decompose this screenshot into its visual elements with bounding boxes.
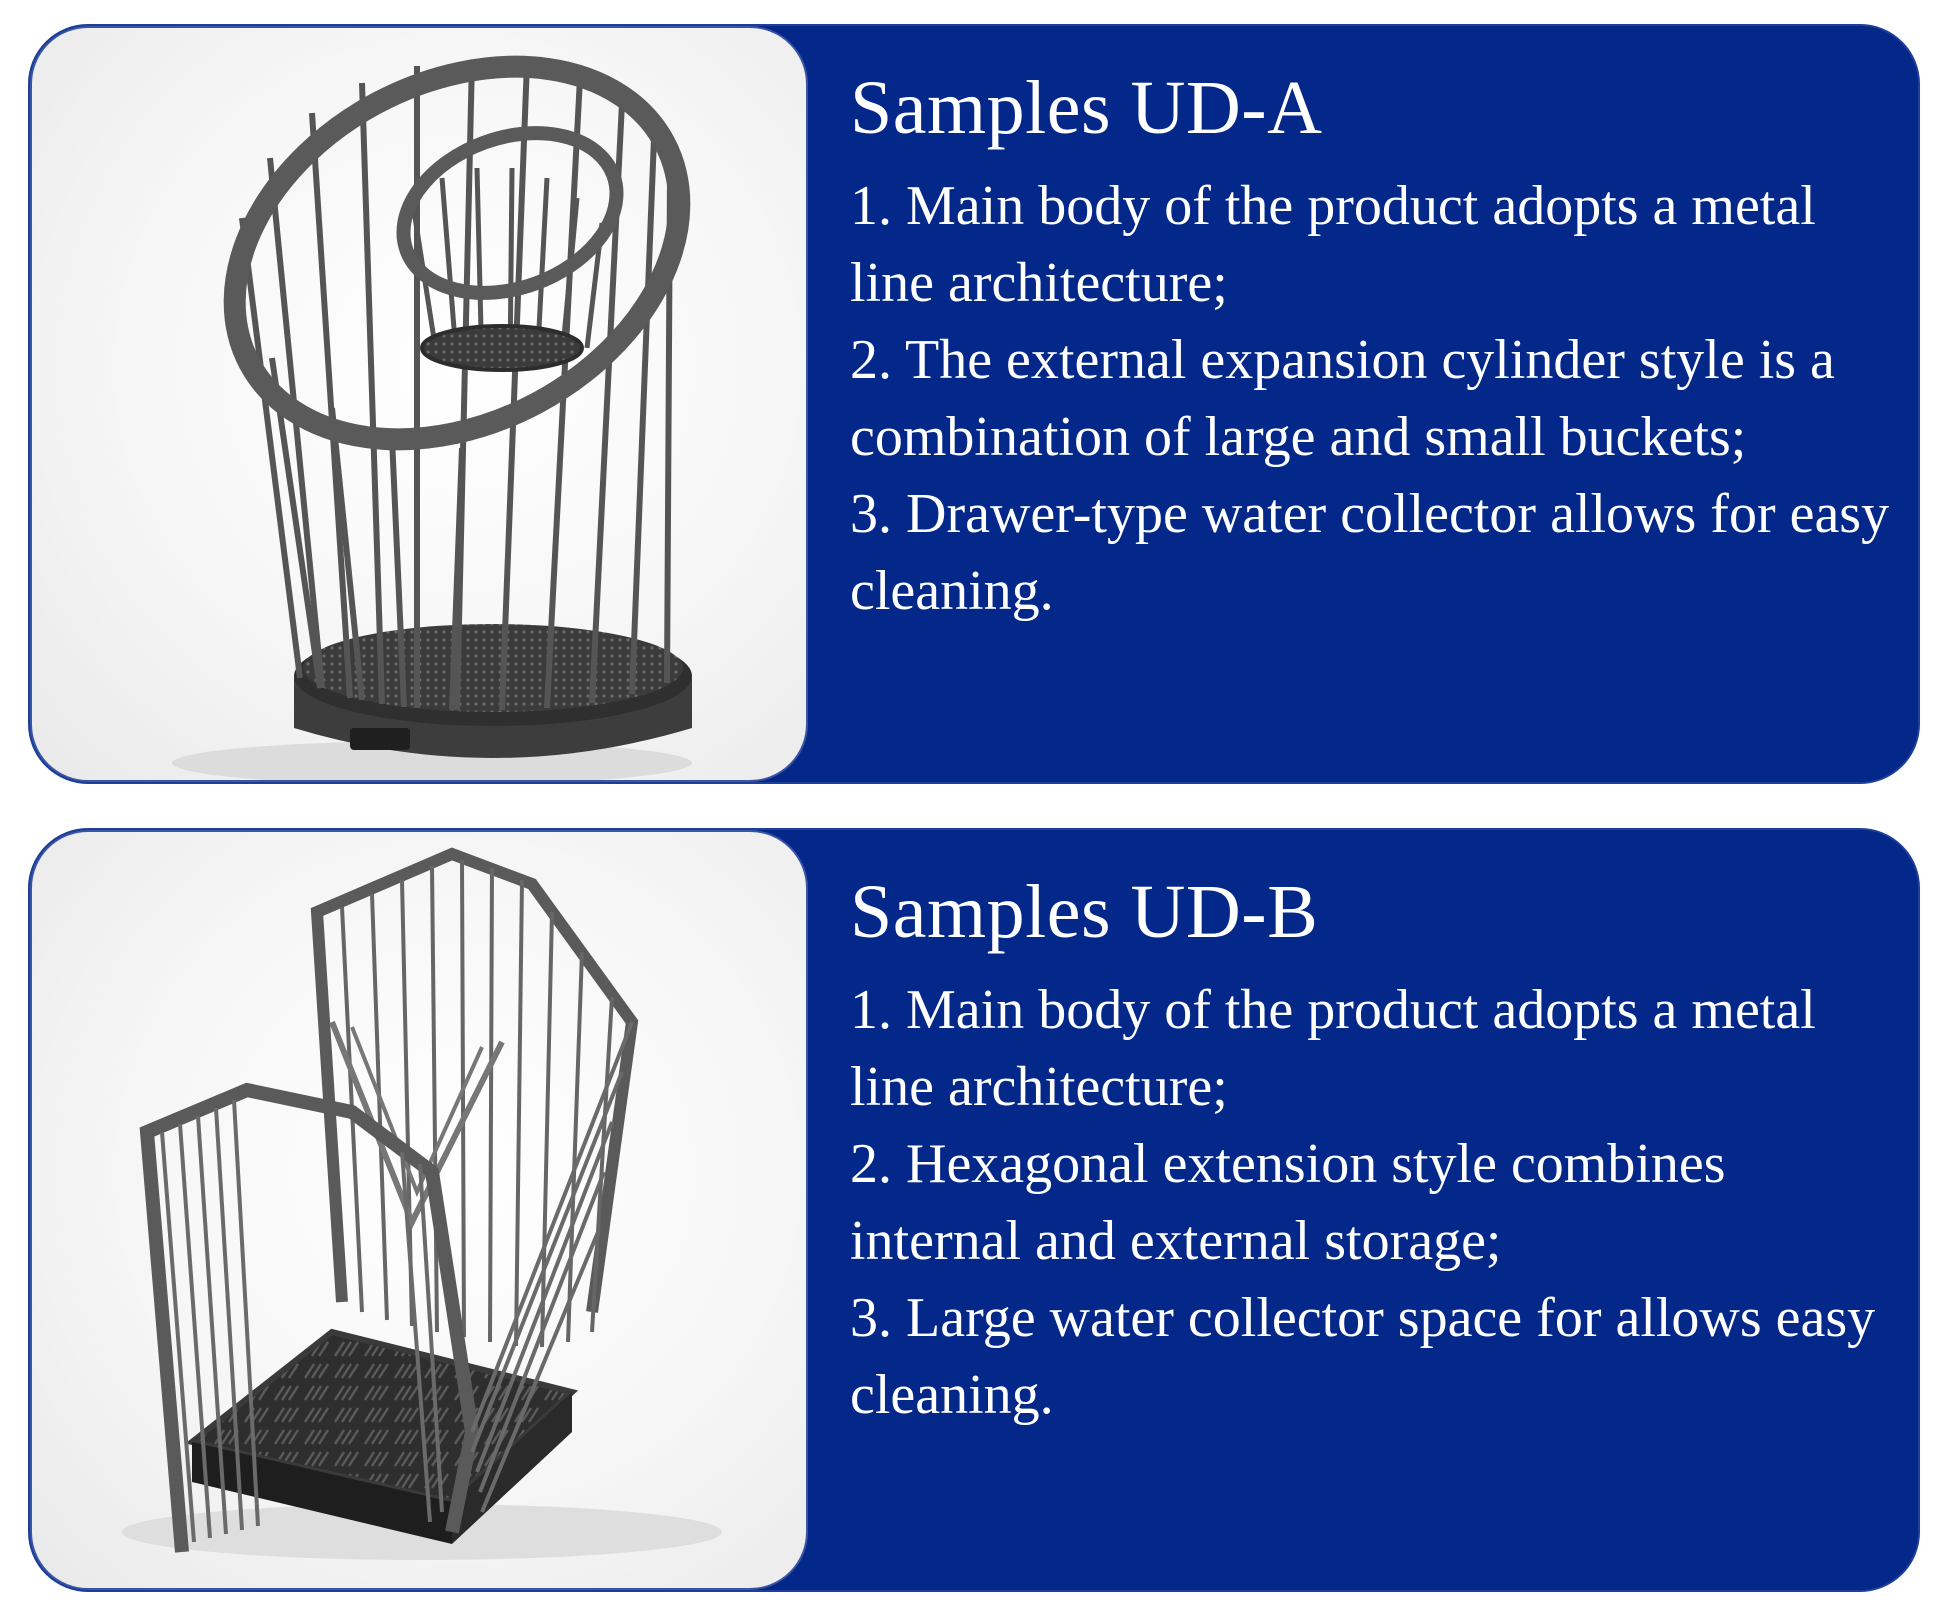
sample-ud-b-image [30, 830, 808, 1590]
sample-ud-b-point-3: 3. Large water collector space for allow… [850, 1287, 1876, 1426]
sample-ud-a-title: Samples UD-A [850, 66, 1323, 150]
sample-ud-a-point-2: 2. The external expansion cylinder style… [850, 329, 1835, 468]
sample-ud-b-title: Samples UD-B [850, 870, 1319, 954]
sample-ud-b-description: Samples UD-B 1. Main body of the product… [850, 866, 1890, 1434]
hexagonal-wire-umbrella-stand-icon [122, 847, 722, 1560]
sample-ud-a-card: Samples UD-A 1. Main body of the product… [28, 24, 1920, 784]
cylindrical-wire-umbrella-stand-icon [172, 55, 692, 780]
sample-ud-a-point-1: 1. Main body of the product adopts a met… [850, 175, 1816, 314]
sample-ud-a-image [30, 26, 808, 782]
sample-ud-b-card: Samples UD-B 1. Main body of the product… [28, 828, 1920, 1592]
sample-ud-a-description: Samples UD-A 1. Main body of the product… [850, 62, 1890, 630]
sample-ud-b-point-1: 1. Main body of the product adopts a met… [850, 979, 1816, 1118]
sample-ud-b-point-2: 2. Hexagonal extension style combines in… [850, 1133, 1726, 1272]
sample-ud-a-point-3: 3. Drawer-type water collector allows fo… [850, 483, 1890, 622]
